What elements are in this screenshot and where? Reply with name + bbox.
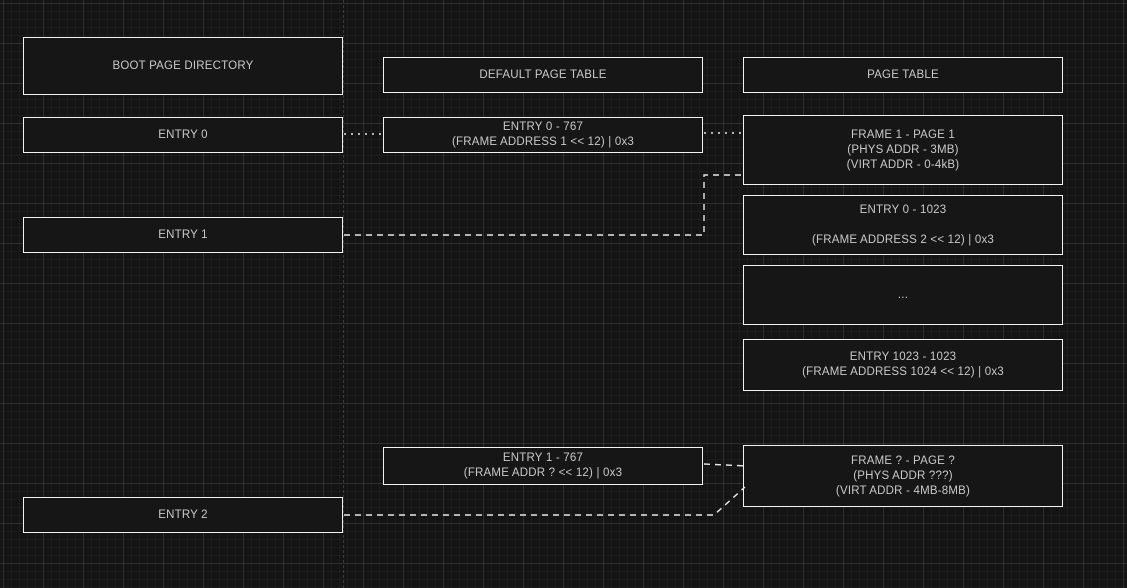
default-page-table-header: DEFAULT PAGE TABLE — [383, 57, 703, 93]
boot-page-directory-entry-1[interactable]: ENTRY 1 — [23, 217, 343, 253]
vertical-guide-line — [343, 0, 344, 588]
page-table-frame-unknown-page-unknown[interactable]: FRAME ? - PAGE ? (PHYS ADDR ???) (VIRT A… — [743, 445, 1063, 507]
default-page-table-entry-1-767[interactable]: ENTRY 1 - 767 (FRAME ADDR ? << 12) | 0x3 — [383, 447, 703, 485]
boot-page-directory-header: BOOT PAGE DIRECTORY — [23, 37, 343, 95]
edge-entry1-to-frame1 — [344, 174, 743, 236]
page-table-frame-1-page-1[interactable]: FRAME 1 - PAGE 1 (PHYS ADDR - 3MB) (VIRT… — [743, 115, 1063, 185]
default-page-table-entry-0-767[interactable]: ENTRY 0 - 767 (FRAME ADDRESS 1 << 12) | … — [383, 117, 703, 153]
page-table-entry-ellipsis[interactable]: ... — [743, 265, 1063, 325]
boot-page-directory-entry-2[interactable]: ENTRY 2 — [23, 497, 343, 533]
edge-entry2-to-frame-unknown — [344, 486, 746, 516]
page-table-entry-1023-1023[interactable]: ENTRY 1023 - 1023 (FRAME ADDRESS 1024 <<… — [743, 339, 1063, 391]
page-table-entry-0-1023[interactable]: ENTRY 0 - 1023 (FRAME ADDRESS 2 << 12) |… — [743, 195, 1063, 255]
page-table-header: PAGE TABLE — [743, 57, 1063, 93]
edge-default-entry1-to-frame-unknown — [703, 463, 749, 467]
boot-page-directory-entry-0[interactable]: ENTRY 0 — [23, 117, 343, 153]
